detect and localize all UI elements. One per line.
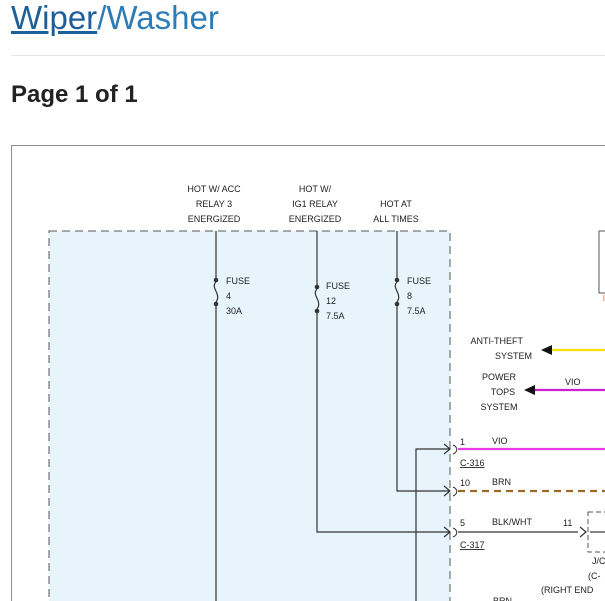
power-tops-arrow-icon	[524, 385, 535, 395]
wiring-diagram[interactable]: l HOT W/ ACC RELAY 3 ENERGIZED HOT W/ IG…	[11, 145, 605, 601]
fuse4-icon	[213, 281, 219, 303]
svg-text:HOT W/ ACC: HOT W/ ACC	[187, 184, 241, 194]
source-ig1-relay: HOT W/ IG1 RELAY ENERGIZED	[289, 184, 342, 224]
c316-pin10-symbol	[452, 486, 458, 497]
wire-fuse12-out	[316, 313, 449, 533]
pin10-arrow-icon	[443, 485, 451, 497]
c317-label: C-317	[460, 540, 485, 550]
svg-text:7.5A: 7.5A	[326, 311, 345, 321]
pin1-number: 1	[460, 437, 465, 447]
wiring-diagram-svg: l HOT W/ ACC RELAY 3 ENERGIZED HOT W/ IG…	[48, 184, 605, 601]
svg-text:IG1 RELAY: IG1 RELAY	[292, 199, 338, 209]
c317-pin5-symbol	[452, 527, 458, 538]
fuse4-terminal-bottom	[213, 301, 219, 307]
fuse12-terminal-top	[314, 284, 320, 290]
svg-text:ANTI-THEFT: ANTI-THEFT	[471, 336, 524, 346]
wire-to-pin1	[415, 448, 449, 601]
fuse4-terminal-top	[213, 277, 219, 283]
svg-text:FUSE: FUSE	[407, 276, 431, 286]
pin5-number: 5	[460, 518, 465, 528]
right-end-label: (RIGHT END	[541, 585, 594, 595]
svg-text:FUSE: FUSE	[226, 276, 250, 286]
page-count-heading: Page 1 of 1	[11, 81, 138, 108]
svg-text:TOPS: TOPS	[491, 387, 515, 397]
pin5-arrow-icon	[443, 526, 451, 538]
svg-text:8: 8	[407, 291, 412, 301]
pin10-wire-color: BRN	[492, 477, 511, 487]
jc-label: J/C	[592, 556, 605, 566]
module-box	[48, 230, 451, 601]
pin5-wire-color: BLK/WHT	[492, 517, 533, 527]
right-component-box	[598, 230, 605, 294]
svg-text:HOT AT: HOT AT	[380, 199, 412, 209]
jc-arrow-icon	[579, 526, 587, 538]
svg-text:SYSTEM: SYSTEM	[495, 351, 532, 361]
fuse8-icon	[394, 281, 400, 303]
bottom-wire-color: BRN	[493, 596, 512, 601]
power-tops-wire-label: VIO	[565, 377, 581, 387]
fuse-12-label: FUSE 12 7.5A	[326, 281, 350, 321]
svg-text:ENERGIZED: ENERGIZED	[289, 214, 342, 224]
page-title: Wiper/Washer	[11, 0, 219, 36]
fuse8-terminal-top	[394, 277, 400, 283]
anti-theft-system-label: ANTI-THEFT SYSTEM	[471, 336, 533, 361]
svg-text:ENERGIZED: ENERGIZED	[188, 214, 241, 224]
fuse8-terminal-bottom	[394, 301, 400, 307]
svg-text:HOT W/: HOT W/	[299, 184, 332, 194]
fuse12-icon	[314, 288, 320, 310]
svg-text:4: 4	[226, 291, 231, 301]
divider	[11, 55, 605, 56]
pin1-arrow-icon	[443, 443, 451, 455]
fuse12-terminal-bottom	[314, 308, 320, 314]
jc-connector-label: (C-	[588, 571, 601, 581]
svg-text:POWER: POWER	[482, 372, 517, 382]
title-separator: /	[97, 0, 107, 36]
wiper-link[interactable]: Wiper	[11, 0, 98, 36]
svg-text:ALL TIMES: ALL TIMES	[373, 214, 419, 224]
pin11-number: 11	[563, 518, 572, 528]
svg-text:RELAY 3: RELAY 3	[196, 199, 232, 209]
pin10-number: 10	[460, 478, 470, 488]
source-hot-at-all-times: HOT AT ALL TIMES	[373, 199, 419, 224]
anti-theft-arrow-icon	[541, 345, 552, 355]
c316-pin1-symbol	[452, 444, 458, 455]
wire-fuse8-out	[396, 306, 449, 492]
svg-text:12: 12	[326, 296, 336, 306]
title-washer: Washer	[106, 0, 219, 36]
svg-text:SYSTEM: SYSTEM	[480, 402, 517, 412]
c316-label: C-316	[460, 458, 485, 468]
svg-text:7.5A: 7.5A	[407, 306, 426, 316]
fuse-8-label: FUSE 8 7.5A	[407, 276, 431, 316]
svg-text:30A: 30A	[226, 306, 242, 316]
source-acc-relay: HOT W/ ACC RELAY 3 ENERGIZED	[187, 184, 241, 224]
fuse-4-label: FUSE 4 30A	[226, 276, 250, 316]
power-tops-system-label: POWER TOPS SYSTEM	[480, 372, 517, 412]
pin1-wire-color: VIO	[492, 436, 508, 446]
right-box-marker: l	[603, 294, 605, 303]
svg-text:FUSE: FUSE	[326, 281, 350, 291]
